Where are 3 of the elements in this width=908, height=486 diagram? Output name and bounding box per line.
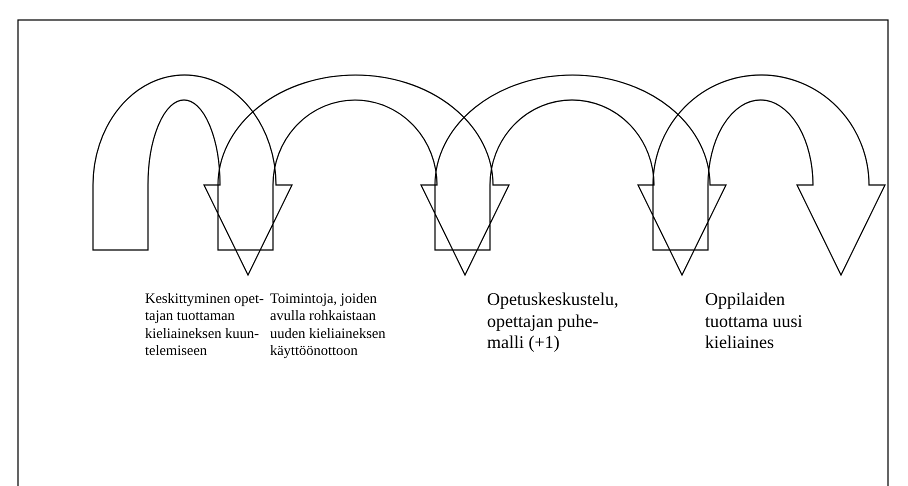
step-text: Opetuskeskustelu, opettajan puhe- malli (+1) [487,289,620,354]
step-text: Oppilaiden tuottama uusi kieliaines [705,289,804,354]
step-text: Toimintoja, joiden avulla rohkaistaan uuden kieliaineksen käyttöönottoon [270,291,387,361]
